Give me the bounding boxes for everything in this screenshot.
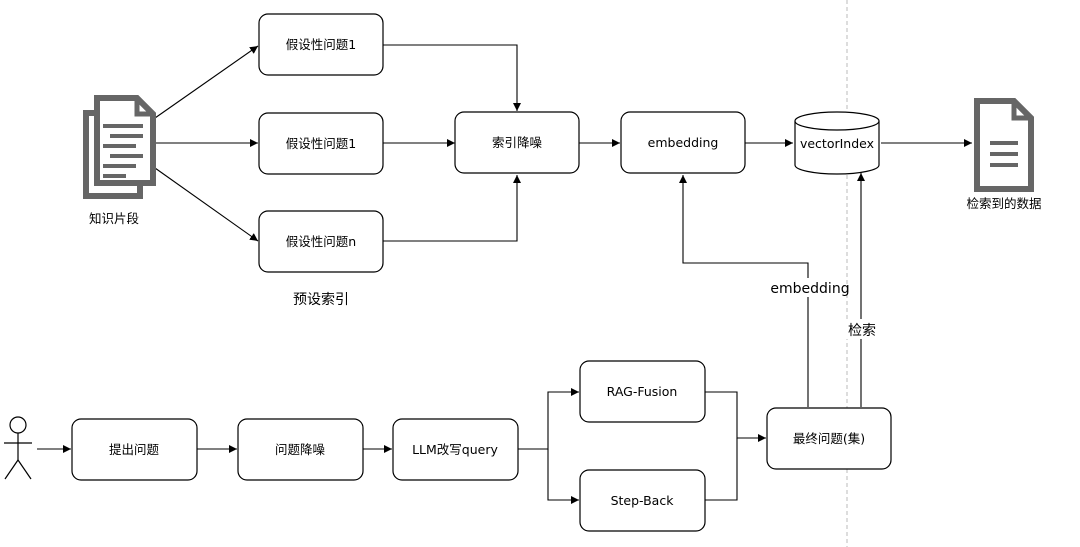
embedding-edge-label: embedding <box>770 281 849 297</box>
user-actor-icon <box>4 416 32 480</box>
hypo-question-1-box[interactable] <box>258 13 384 76</box>
retrieved-data-label: 检索到的数据 <box>966 196 1041 211</box>
vector-index-cylinder[interactable] <box>794 111 880 175</box>
retrieve-edge-label-bg <box>844 319 880 339</box>
knowledge-fragments-icon <box>83 95 156 199</box>
embedding-label: embedding <box>648 135 719 150</box>
submit-question-label: 提出问题 <box>109 442 160 457</box>
edge-docs-to-hypo-q1 <box>154 45 259 119</box>
edge-hypo-qn-to-denoise <box>383 175 521 242</box>
edge-llm-to-stepback <box>547 449 579 504</box>
question-denoise-box[interactable] <box>237 418 364 481</box>
final-question-box[interactable] <box>766 407 892 470</box>
edge-final-to-embedding <box>679 175 809 407</box>
step-back-label: Step-Back <box>611 493 675 508</box>
edge-docs-to-hypo-qn <box>154 167 259 242</box>
step-back-box[interactable] <box>579 469 706 532</box>
final-question-label: 最终问题(集) <box>793 431 865 446</box>
hypo-question-2-box[interactable] <box>258 112 384 175</box>
retrieved-data-document-icon <box>974 98 1034 192</box>
embedding-box[interactable] <box>620 111 746 174</box>
vector-index-label: vectorIndex <box>800 136 874 151</box>
question-denoise-label: 问题降噪 <box>275 442 326 457</box>
rag-fusion-label: RAG-Fusion <box>607 384 678 399</box>
edge-hypo-q1-to-denoise <box>383 44 521 111</box>
knowledge-fragments-label: 知识片段 <box>89 211 139 226</box>
edge-llm-to-ragfusion <box>518 388 579 450</box>
rag-fusion-box[interactable] <box>579 360 706 423</box>
embedding-edge-label-bg <box>774 278 846 297</box>
submit-question-box[interactable] <box>71 418 198 481</box>
preset-index-label: 预设索引 <box>293 291 349 308</box>
hypo-question-n-box[interactable] <box>258 210 384 273</box>
hypo-question-2-label: 假设性问题1 <box>286 136 356 151</box>
edge-ragfusion-to-final <box>705 391 766 442</box>
retrieve-edge-label: 检索 <box>848 322 876 339</box>
llm-rewrite-label: LLM改写query <box>412 442 498 457</box>
hypo-question-1-label: 假设性问题1 <box>286 37 356 52</box>
denoise-index-label: 索引降噪 <box>492 135 543 150</box>
edge-stepback-to-final <box>705 438 738 501</box>
hypo-question-n-label: 假设性问题n <box>286 234 356 249</box>
denoise-index-box[interactable] <box>454 111 580 174</box>
llm-rewrite-box[interactable] <box>392 418 519 481</box>
